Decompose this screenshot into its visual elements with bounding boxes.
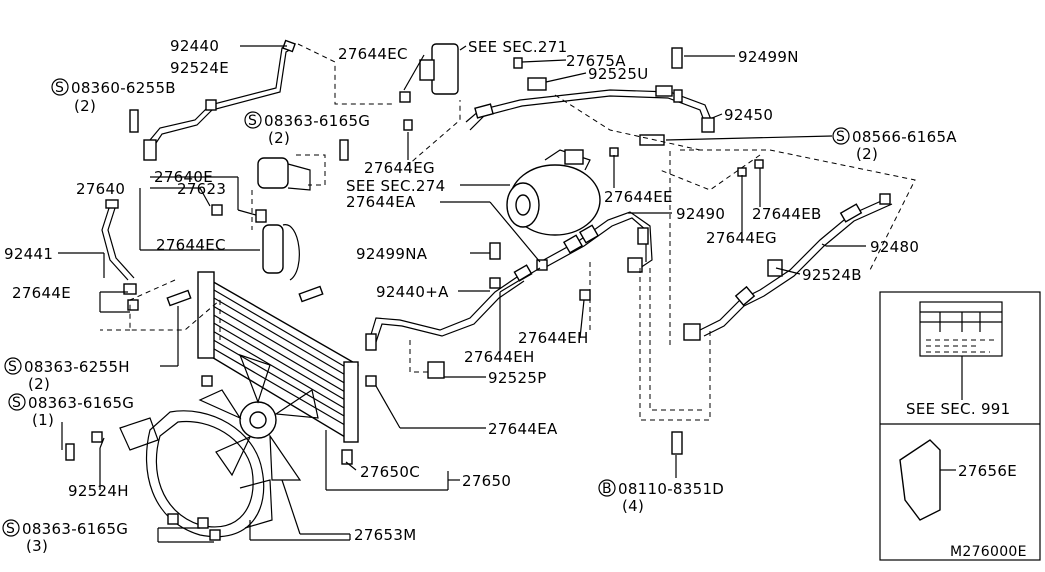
label-27644E: 27644E <box>12 284 71 302</box>
compressor <box>506 149 601 236</box>
label-27644EE: 27644EE <box>604 188 673 206</box>
label-08363-6165G-low: 08363-6165G <box>22 520 128 538</box>
cooling-fan <box>198 354 319 481</box>
label-92490: 92490 <box>676 205 725 223</box>
svg-text:S: S <box>55 80 64 96</box>
label-27644EC-mid: 27644EC <box>156 236 226 254</box>
pipe-92490 <box>539 211 653 269</box>
label-see-sec-271: SEE SEC.271 <box>468 38 567 56</box>
label-08363-6165G-top-qty: (2) <box>268 129 290 147</box>
screw-symbol-08363-6165G-top: S <box>244 111 262 129</box>
pipe-92440a <box>365 264 533 351</box>
dashed-reference-lines <box>100 43 916 421</box>
label-27640: 27640 <box>76 180 125 198</box>
label-08566-6165A-qty: (2) <box>856 145 878 163</box>
label-92525P: 92525P <box>488 369 547 387</box>
label-27640E: 27640E <box>154 168 213 186</box>
label-27650: 27650 <box>462 472 511 490</box>
label-92524B: 92524B <box>802 266 862 284</box>
screw-symbol-08566-6165A: S <box>832 127 850 145</box>
inset-box <box>879 291 1041 561</box>
screw-symbol-08363-6165G-low: S <box>2 519 20 537</box>
label-08363-6165G-top: 08363-6165G <box>264 112 370 130</box>
label-92441: 92441 <box>4 245 53 263</box>
label-92525U: 92525U <box>588 65 649 83</box>
label-92450: 92450 <box>724 106 773 124</box>
label-08566-6165A: 08566-6165A <box>852 128 957 146</box>
label-27644EC-top: 27644EC <box>338 45 408 63</box>
label-92440-A: 92440+A <box>376 283 449 301</box>
label-27653M: 27653M <box>354 526 416 544</box>
label-92524H: 92524H <box>68 482 129 500</box>
pipe-92450 <box>465 85 715 133</box>
label-92480: 92480 <box>870 238 919 256</box>
label-27644EA-mid: 27644EA <box>346 193 416 211</box>
hose-92441 <box>101 199 137 295</box>
condenser <box>197 271 359 443</box>
label-92440: 92440 <box>170 37 219 55</box>
label-27644EG-left: 27644EG <box>364 159 435 177</box>
svg-text:S: S <box>8 359 17 375</box>
screw-symbol-08363-6255H: S <box>4 357 22 375</box>
screw-symbol-08360-6255B: S <box>51 78 69 96</box>
pressure-switch <box>419 43 459 95</box>
pipe-92480 <box>683 193 893 341</box>
label-08363-6165G-mid-qty: (1) <box>32 411 54 429</box>
label-08363-6165G-low-qty: (3) <box>26 537 48 555</box>
label-08363-6255H-qty: (2) <box>28 375 50 393</box>
label-27650C: 27650C <box>360 463 420 481</box>
label-92499NA: 92499NA <box>356 245 428 263</box>
bolt-symbol-08110-8351D: B <box>598 479 616 497</box>
svg-text:S: S <box>6 521 15 537</box>
label-08110-8351D: 08110-8351D <box>618 480 724 498</box>
label-see-sec-274: SEE SEC.274 <box>346 177 445 195</box>
part-labels: 92440 92524E 08360-6255B (2) 27644EC SEE… <box>4 37 1027 560</box>
label-27675A: 27675A <box>566 52 626 70</box>
label-27644EH-left: 27644EH <box>464 348 535 366</box>
svg-text:S: S <box>248 113 257 129</box>
label-08110-8351D-qty: (4) <box>622 497 644 515</box>
svg-text:S: S <box>12 395 21 411</box>
label-27644EH-right: 27644EH <box>518 329 589 347</box>
fasteners <box>65 47 783 541</box>
diagram-reference-code: M276000E <box>950 544 1027 560</box>
label-27656E: 27656E <box>958 462 1017 480</box>
label-08360-6255B: 08360-6255B <box>71 79 176 97</box>
label-see-sec-991: SEE SEC. 991 <box>906 400 1010 418</box>
label-27644EA-low: 27644EA <box>488 420 558 438</box>
label-27644EG-right: 27644EG <box>706 229 777 247</box>
fan-shroud <box>119 410 273 538</box>
leader-lines <box>58 45 866 543</box>
screw-symbol-08363-6165G-mid: S <box>8 393 26 411</box>
label-08363-6255H: 08363-6255H <box>24 358 130 376</box>
label-27644EB: 27644EB <box>752 205 822 223</box>
label-92499N: 92499N <box>738 48 799 66</box>
svg-text:S: S <box>836 129 845 145</box>
label-08360-6255B-qty: (2) <box>74 97 96 115</box>
label-92524E: 92524E <box>170 59 229 77</box>
receiver-drier <box>257 157 311 281</box>
label-27623: 27623 <box>177 180 226 198</box>
label-08363-6165G-mid: 08363-6165G <box>28 394 134 412</box>
svg-text:B: B <box>602 481 612 497</box>
